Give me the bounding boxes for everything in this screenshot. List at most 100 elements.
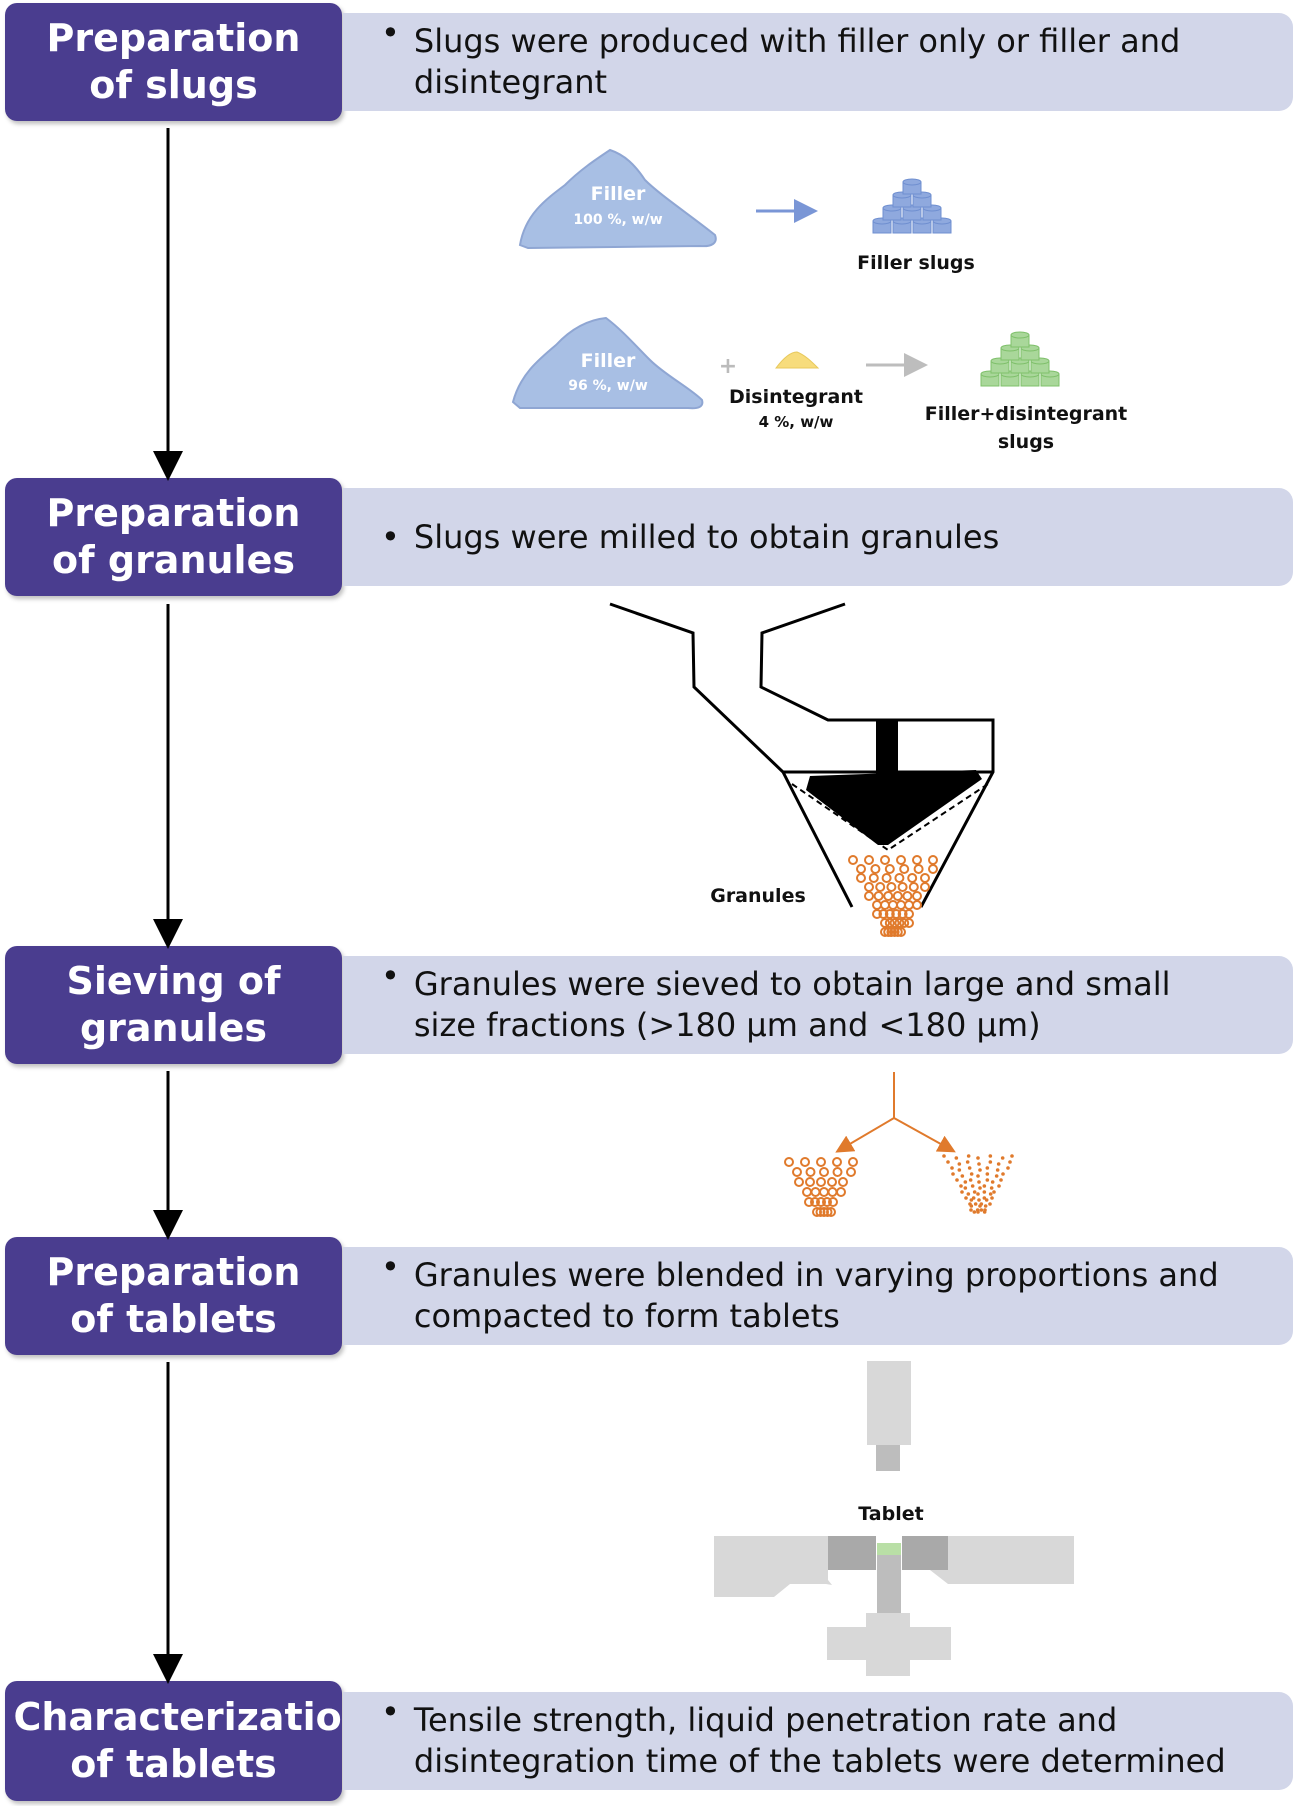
filler-powder-pile xyxy=(518,148,717,250)
granule-dot xyxy=(810,1197,820,1207)
granule-dot xyxy=(955,1178,959,1182)
filler-label-2: Filler xyxy=(581,350,636,372)
granule-dot xyxy=(976,1156,980,1160)
step-title: Characterization of tablets xyxy=(13,1695,369,1786)
step-box-slugs: Preparation of slugs xyxy=(5,3,342,121)
lower-punch-foot xyxy=(866,1660,910,1676)
granule-dot xyxy=(963,1186,968,1190)
granule-dot xyxy=(982,1196,987,1200)
granule-dot xyxy=(886,927,897,937)
granule-dot xyxy=(957,1168,962,1172)
slug-icon xyxy=(980,370,1000,387)
granule-dot xyxy=(982,1184,987,1188)
granule-dot xyxy=(892,927,903,937)
granule-dot xyxy=(888,900,898,910)
granule-dot xyxy=(822,1197,832,1207)
granule-dot xyxy=(828,1197,838,1207)
granule-dot xyxy=(822,1207,833,1217)
slug-icon xyxy=(932,217,952,234)
bullet-icon: • xyxy=(381,517,400,556)
granule-dot xyxy=(848,1157,858,1167)
granule-dot xyxy=(968,1178,973,1182)
granule-dot xyxy=(966,1154,971,1158)
granule-dot xyxy=(988,1160,993,1164)
slug-icon xyxy=(1020,344,1040,361)
granule-dot xyxy=(897,909,908,919)
granule-dot xyxy=(946,1160,950,1164)
filler-slugs-stack xyxy=(872,178,952,234)
milled-granules xyxy=(848,855,938,937)
granule-dot xyxy=(957,1162,962,1166)
granule-dot xyxy=(816,1177,826,1187)
granule-dot xyxy=(810,1187,821,1197)
granule-dot xyxy=(899,864,910,874)
granule-dot xyxy=(1006,1166,1010,1170)
granule-dot xyxy=(804,1197,814,1207)
granule-dot xyxy=(896,900,906,910)
plus-sign: + xyxy=(719,354,737,379)
slug-icon xyxy=(902,178,922,195)
filler-label-1: Filler xyxy=(591,183,646,205)
granule-dot xyxy=(1000,1156,1005,1160)
granule-dot xyxy=(1010,1154,1014,1158)
granule-dot xyxy=(880,855,890,865)
granule-dot xyxy=(989,1186,994,1190)
tablet-label: Tablet xyxy=(858,1503,923,1525)
granule-dot xyxy=(875,882,886,892)
combo-slugs-stack xyxy=(980,331,1060,387)
granule-dot xyxy=(856,864,866,874)
bullet-icon: • xyxy=(381,14,400,52)
granule-dot xyxy=(969,1198,974,1202)
step-box-granules: Preparation of granules xyxy=(5,478,342,596)
granule-dot xyxy=(966,1192,971,1196)
granule-dot xyxy=(912,891,922,901)
granule-dot xyxy=(985,1172,990,1176)
granule-dot xyxy=(999,1178,1003,1182)
bullet-icon: • xyxy=(381,957,400,995)
granule-dot xyxy=(983,1208,987,1212)
granule-dot xyxy=(920,873,930,883)
combo-slugs-label-line1: Filler+disintegrant xyxy=(925,403,1128,425)
filler-slugs-label: Filler slugs xyxy=(857,252,975,274)
granule-dot xyxy=(902,891,913,901)
die-left xyxy=(714,1536,832,1597)
granule-dot xyxy=(942,1154,946,1158)
granule-dot xyxy=(832,1157,842,1167)
die-insert-right xyxy=(902,1536,948,1570)
granule-dot xyxy=(884,918,895,928)
granule-dot xyxy=(872,900,882,910)
granule-dot xyxy=(954,1156,959,1160)
granule-dot xyxy=(976,1174,980,1178)
granule-dot xyxy=(1008,1160,1012,1164)
granule-dot xyxy=(873,891,884,901)
granule-dot xyxy=(816,1157,826,1167)
granule-dot xyxy=(892,891,903,901)
step-box-sieving: Sieving of granules xyxy=(5,946,342,1064)
slug-icon xyxy=(882,204,902,221)
disintegrant-label: Disintegrant xyxy=(729,386,863,408)
granule-dot xyxy=(904,918,914,928)
granule-dot xyxy=(973,1202,978,1206)
small-granules-fraction xyxy=(942,1154,1014,1214)
upper-punch xyxy=(867,1361,911,1445)
lower-punch xyxy=(877,1555,901,1613)
filler-percent-100: 100 %, w/w xyxy=(573,212,662,228)
granule-dot xyxy=(912,900,922,910)
granule-dot xyxy=(920,882,930,892)
die-insert-left xyxy=(828,1536,876,1570)
granule-dot xyxy=(878,909,889,919)
granule-dot xyxy=(868,873,879,883)
granule-dot xyxy=(872,909,882,919)
step-title: Preparation of granules xyxy=(46,491,301,582)
granule-dot xyxy=(886,882,897,892)
granule-dot xyxy=(982,1190,987,1194)
granule-dot xyxy=(977,1162,981,1166)
granule-dot xyxy=(884,864,895,874)
granule-dot xyxy=(976,1192,980,1196)
granule-dot xyxy=(827,1187,838,1197)
granule-dot xyxy=(864,891,874,901)
granule-dot xyxy=(908,882,919,892)
granule-dot xyxy=(832,1167,843,1177)
description-text: Granules were sieved to obtain large and… xyxy=(413,965,1171,1044)
